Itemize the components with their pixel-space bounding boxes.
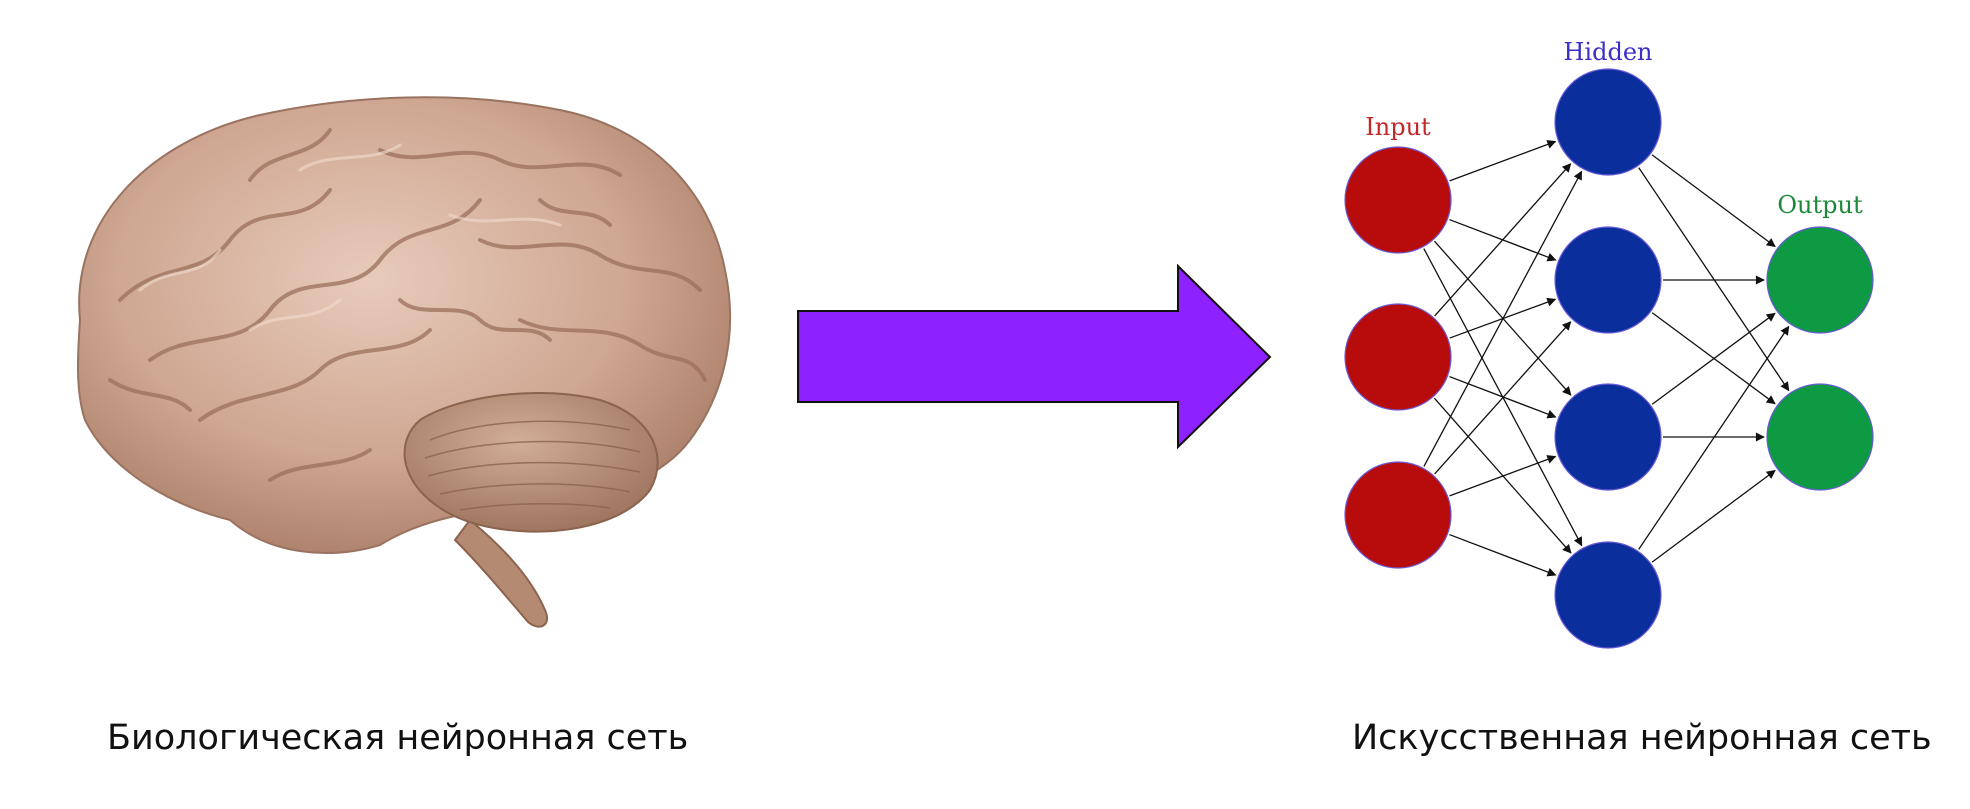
- connection-input-3-to-hidden-4: [1449, 533, 1557, 577]
- input-layer-label: Input: [1365, 113, 1431, 141]
- output-node-1: [1766, 226, 1874, 334]
- neural-network-diagram: Input Hidden Output: [1344, 38, 1874, 649]
- artificial-network-caption: Искусственная нейронная сеть: [1352, 718, 1932, 758]
- hidden-node-1: [1554, 68, 1662, 176]
- hidden-node-4: [1554, 541, 1662, 649]
- input-node-2: [1344, 303, 1452, 411]
- connection-hidden-4-to-output-1: [1638, 325, 1790, 550]
- network-connections: [1423, 140, 1790, 577]
- brain-image: [76, 96, 732, 628]
- connection-input-3-to-hidden-3: [1449, 455, 1557, 497]
- connection-hidden-3-to-output-1: [1651, 312, 1776, 405]
- hidden-node-2: [1554, 226, 1662, 334]
- connection-hidden-4-to-output-2: [1651, 469, 1776, 563]
- output-node-2: [1766, 383, 1874, 491]
- hidden-node-3: [1554, 383, 1662, 491]
- connection-input-2-to-hidden-1: [1434, 163, 1572, 317]
- connection-input-1-to-hidden-1: [1449, 140, 1557, 182]
- hidden-layer-label: Hidden: [1564, 38, 1653, 66]
- connection-input-3-to-hidden-2: [1434, 321, 1572, 475]
- input-node-1: [1344, 146, 1452, 254]
- connection-input-2-to-hidden-3: [1449, 375, 1557, 419]
- biological-network-caption: Биологическая нейронная сеть: [107, 718, 689, 758]
- connection-hidden-1-to-output-1: [1651, 154, 1776, 248]
- input-node-3: [1344, 461, 1452, 569]
- right-arrow-icon: [797, 263, 1272, 450]
- connection-input-3-to-hidden-1: [1423, 170, 1583, 467]
- output-layer-label: Output: [1777, 191, 1863, 219]
- network-nodes: [1344, 68, 1874, 649]
- connection-hidden-1-to-output-2: [1638, 167, 1790, 392]
